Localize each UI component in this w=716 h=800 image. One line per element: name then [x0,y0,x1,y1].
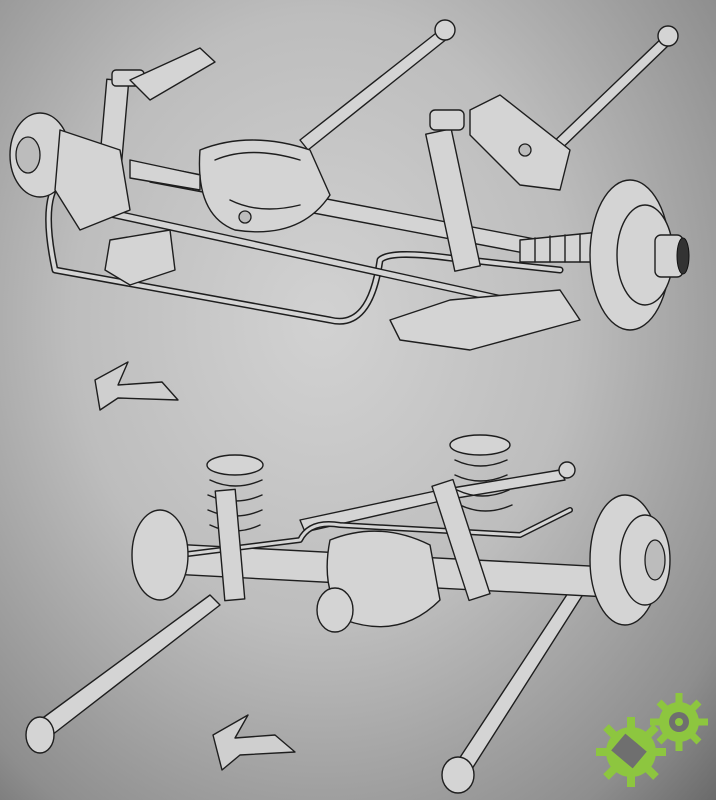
pinion-housing [316,587,354,633]
right-coil-spring [449,434,513,512]
right-trailing-arm [454,589,583,773]
rod-bushing [434,19,456,41]
right-wheel-hub [644,539,666,581]
right-shock-absorber [425,128,481,272]
trailing-arm-bushing [25,716,55,754]
gears-logo [596,693,708,787]
right-upper-arm [469,94,571,191]
left-drive-shaft [129,159,201,191]
left-lower-arm [104,229,176,286]
left-knuckle [54,129,131,231]
left-rear-shock [214,488,246,602]
left-upper-arm [129,47,216,101]
direction-arrow-front [94,361,179,411]
left-trailing-arm [39,594,221,736]
left-brake-drum [131,509,189,601]
front-differential [198,139,331,233]
right-lower-arm [389,289,581,351]
right-rear-shock [431,478,491,602]
right-cv-boot [519,231,601,263]
upper-left-rod [299,29,449,151]
trailing-arm-bushing [441,756,475,794]
rear-suspension-assembly [25,434,671,794]
upper-right-rod [544,34,673,159]
direction-arrow-rear [212,714,296,771]
front-suspension-assembly [9,19,690,351]
rod-bushing [657,25,679,47]
